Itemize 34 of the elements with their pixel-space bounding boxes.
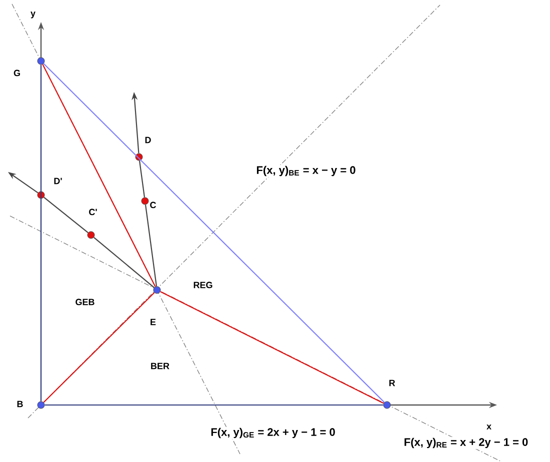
line-segment bbox=[44, 196, 88, 234]
line-segment bbox=[43, 292, 155, 403]
axis-label: y bbox=[30, 10, 36, 20]
region-label: BER bbox=[150, 362, 170, 370]
line-segment bbox=[40, 64, 42, 402]
point bbox=[87, 231, 95, 239]
equation-label: F(x, y)$_{GE}$ = 2x + y − 1 = 0 bbox=[210, 426, 336, 440]
point-label: B bbox=[17, 400, 23, 408]
point-label: R bbox=[389, 380, 396, 386]
point-label: D bbox=[145, 136, 151, 144]
point bbox=[37, 191, 45, 199]
point-label: D' bbox=[54, 178, 62, 184]
region-label: GEB bbox=[74, 298, 96, 306]
axis-label: x bbox=[486, 424, 492, 430]
line-segment bbox=[160, 291, 384, 404]
point bbox=[153, 286, 161, 294]
line-segment bbox=[144, 204, 158, 286]
region-label: REG bbox=[192, 280, 214, 290]
point bbox=[383, 401, 391, 409]
equation-label: F(x, y)$_{RE}$ = x + 2y − 1 = 0 bbox=[402, 436, 530, 450]
line-segment bbox=[44, 404, 384, 406]
point bbox=[135, 153, 143, 161]
line-segment bbox=[94, 236, 154, 288]
point bbox=[37, 57, 45, 65]
point bbox=[141, 197, 149, 205]
equation-label: F(x, y)$_{BE}$ = x − y = 0 bbox=[255, 164, 357, 178]
point-label: G bbox=[14, 70, 20, 76]
line-segment bbox=[43, 63, 385, 403]
line-segment bbox=[138, 160, 146, 198]
point-label: E bbox=[150, 318, 156, 326]
point-label: C bbox=[150, 202, 156, 208]
line-segment bbox=[42, 64, 156, 287]
point bbox=[37, 401, 45, 409]
point-label: C' bbox=[89, 208, 97, 216]
